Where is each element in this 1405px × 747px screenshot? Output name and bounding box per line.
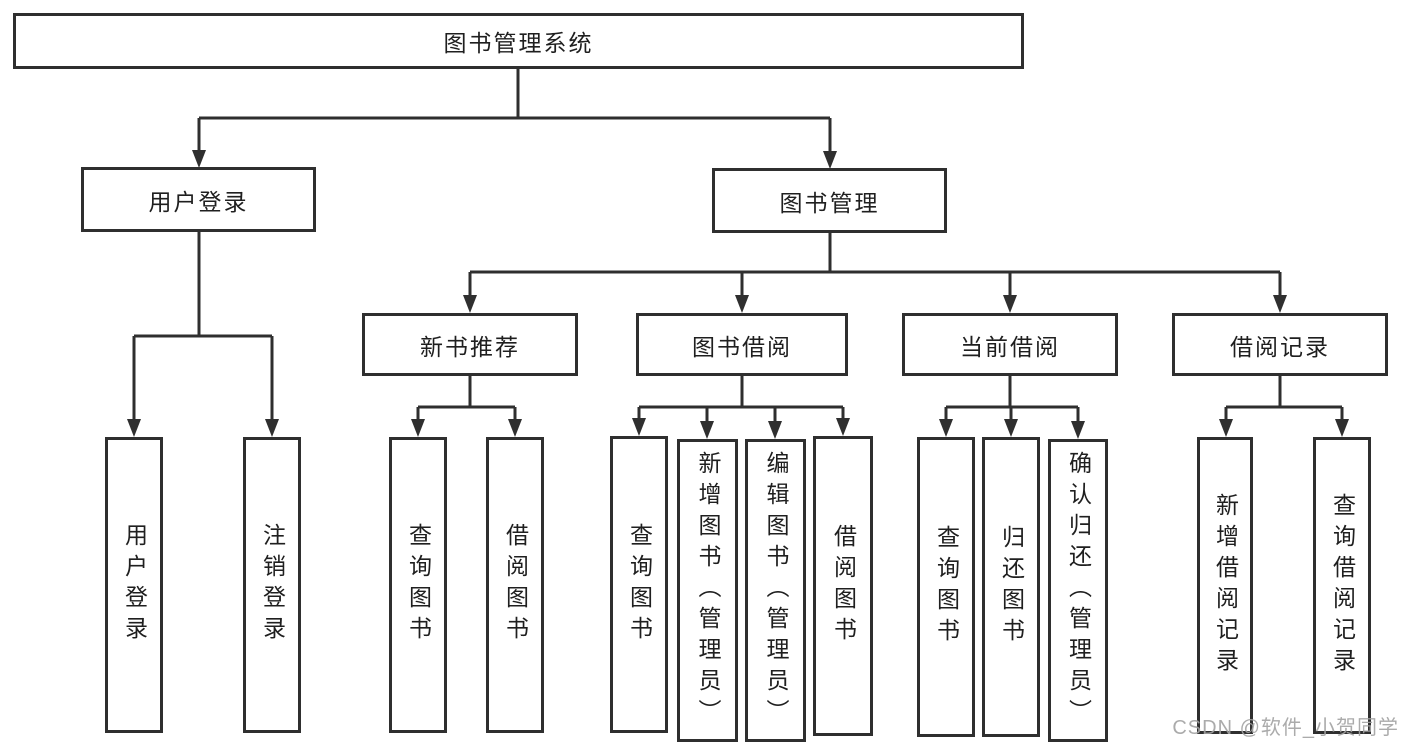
node-current-borrow-label: 当前借阅 xyxy=(960,333,1060,360)
arrowhead xyxy=(463,295,477,313)
leaf-borrow-book-borrow: 借阅图书 xyxy=(813,436,873,736)
leaf-user-login-label: 用户登录 xyxy=(121,523,148,647)
node-borrow-record-label: 借阅记录 xyxy=(1230,333,1330,360)
arrowhead xyxy=(1003,295,1017,313)
connector-book-mgmt-children xyxy=(468,233,1282,297)
leaf-add-book-admin: 新增图书（管理员） xyxy=(677,439,738,742)
leaf-edit-book-admin: 编辑图书（管理员） xyxy=(745,439,806,742)
leaf-edit-book-admin-label: 编辑图书（管理员） xyxy=(763,451,789,730)
leaf-user-login: 用户登录 xyxy=(105,437,163,733)
node-book-borrow-label: 图书借阅 xyxy=(692,333,792,360)
connector-book-borrow-children xyxy=(637,376,845,423)
arrowhead xyxy=(823,151,837,169)
csdn-watermark: CSDN @软件_小贺同学 xyxy=(1172,717,1399,739)
leaf-add-book-admin-label: 新增图书（管理员） xyxy=(695,451,721,730)
connector-user-login-children xyxy=(132,232,274,421)
arrowhead xyxy=(192,150,206,168)
arrowhead xyxy=(632,418,646,436)
leaf-borrow-book-borrow-label: 借阅图书 xyxy=(830,524,857,648)
node-book-mgmt: 图书管理 xyxy=(712,168,947,233)
leaf-query-book-rec: 查询图书 xyxy=(389,437,447,733)
leaf-add-borrow-record-label: 新增借阅记录 xyxy=(1212,492,1239,679)
leaf-query-book-current-label: 查询图书 xyxy=(933,525,960,649)
arrowhead xyxy=(411,419,425,437)
connector-new-book-rec-children xyxy=(416,376,517,421)
leaf-return-book: 归还图书 xyxy=(982,437,1040,737)
leaf-query-book-rec-label: 查询图书 xyxy=(405,523,432,647)
leaf-query-borrow-record: 查询借阅记录 xyxy=(1313,437,1371,734)
leaf-query-book-current: 查询图书 xyxy=(917,437,975,737)
arrowhead xyxy=(1004,419,1018,437)
arrowhead xyxy=(1071,421,1085,439)
node-user-login-label: 用户登录 xyxy=(148,188,249,215)
node-borrow-record: 借阅记录 xyxy=(1172,313,1388,376)
leaf-return-book-label: 归还图书 xyxy=(998,525,1025,649)
leaf-add-borrow-record: 新增借阅记录 xyxy=(1197,437,1253,734)
arrowhead xyxy=(836,418,850,436)
leaf-logout-login: 注销登录 xyxy=(243,437,301,733)
node-user-login: 用户登录 xyxy=(81,167,316,232)
connector-current-borrow-children xyxy=(944,376,1080,423)
arrowhead xyxy=(1273,295,1287,313)
leaf-query-book-borrow-label: 查询图书 xyxy=(626,522,653,647)
arrowhead xyxy=(127,419,141,437)
leaf-logout-login-label: 注销登录 xyxy=(259,523,286,647)
node-root: 图书管理系统 xyxy=(13,13,1024,69)
node-new-book-rec: 新书推荐 xyxy=(362,313,578,376)
leaf-query-borrow-record-label: 查询借阅记录 xyxy=(1329,492,1356,679)
connector-borrow-record-children xyxy=(1224,376,1344,421)
connector-root-to-level2 xyxy=(197,68,832,153)
node-book-borrow: 图书借阅 xyxy=(636,313,848,376)
arrowhead xyxy=(1335,419,1349,437)
node-current-borrow: 当前借阅 xyxy=(902,313,1118,376)
leaf-query-book-borrow: 查询图书 xyxy=(610,436,668,733)
leaf-confirm-return-admin: 确认归还（管理员） xyxy=(1048,439,1108,742)
arrowhead xyxy=(700,421,714,439)
leaf-borrow-book-rec: 借阅图书 xyxy=(486,437,544,733)
node-book-mgmt-label: 图书管理 xyxy=(779,189,880,216)
leaf-borrow-book-rec-label: 借阅图书 xyxy=(502,523,529,647)
arrowhead xyxy=(768,421,782,439)
arrowhead xyxy=(735,295,749,313)
arrowhead xyxy=(265,419,279,437)
node-new-book-rec-label: 新书推荐 xyxy=(420,333,520,360)
arrowhead xyxy=(508,419,522,437)
node-root-label: 图书管理系统 xyxy=(443,30,594,56)
arrowhead xyxy=(939,419,953,437)
arrowhead xyxy=(1219,419,1233,437)
leaf-confirm-return-admin-label: 确认归还（管理员） xyxy=(1065,451,1092,730)
